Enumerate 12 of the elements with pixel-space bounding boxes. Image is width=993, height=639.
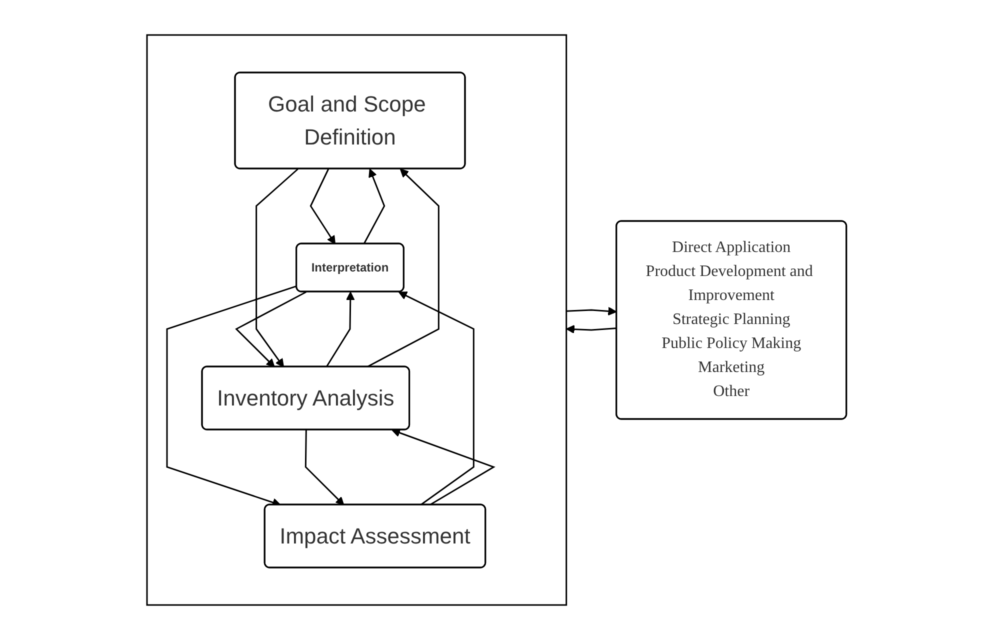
arrow xyxy=(363,168,385,244)
arrow xyxy=(255,168,298,367)
arrow xyxy=(366,168,440,368)
arrow xyxy=(566,306,617,316)
arrow xyxy=(326,291,355,367)
arrow xyxy=(391,428,496,506)
arrow xyxy=(304,430,344,505)
arrow xyxy=(398,291,474,506)
arrow xyxy=(310,168,336,244)
arrow xyxy=(234,290,306,367)
arrow xyxy=(566,324,616,334)
cluster xyxy=(146,34,567,606)
